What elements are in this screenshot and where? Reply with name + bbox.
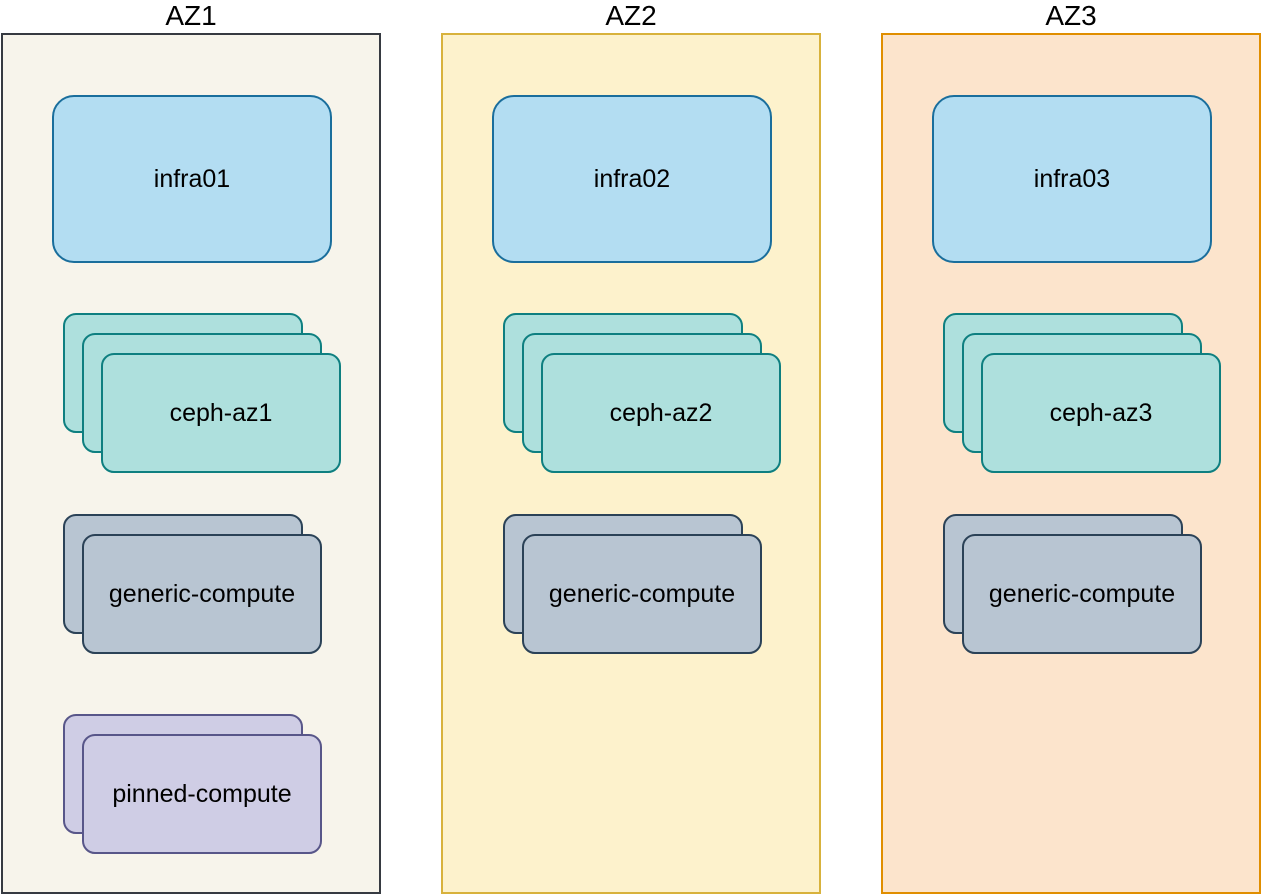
stack-layer-front: generic-compute bbox=[82, 534, 322, 654]
node-group-generic-compute-az2: generic-compute bbox=[503, 514, 762, 654]
node-infra02: infra02 bbox=[492, 95, 772, 263]
az1-title: AZ1 bbox=[165, 0, 217, 31]
az3-column: AZ3 infra03 ceph-az3 generic-compute bbox=[881, 0, 1261, 896]
az1-zone-box: infra01 ceph-az1 generic-compute pinned-… bbox=[1, 33, 381, 894]
node-group-ceph-az3: ceph-az3 bbox=[943, 313, 1221, 473]
stack-layer-front: generic-compute bbox=[962, 534, 1202, 654]
node-infra01-label: infra01 bbox=[153, 164, 231, 193]
node-group-generic-compute-az3: generic-compute bbox=[943, 514, 1202, 654]
stack-layer-front: ceph-az3 bbox=[981, 353, 1221, 473]
node-group-generic-compute-az1: generic-compute bbox=[63, 514, 322, 654]
node-infra03: infra03 bbox=[932, 95, 1212, 263]
stack-layer-front: ceph-az2 bbox=[541, 353, 781, 473]
az1-column: AZ1 infra01 ceph-az1 generic-compute bbox=[1, 0, 381, 896]
stack-layer-front: ceph-az1 bbox=[101, 353, 341, 473]
node-infra02-label: infra02 bbox=[593, 164, 671, 193]
node-ceph-az1-label: ceph-az1 bbox=[169, 398, 273, 427]
node-group-ceph-az1: ceph-az1 bbox=[63, 313, 341, 473]
node-group-ceph-az2: ceph-az2 bbox=[503, 313, 781, 473]
node-generic-compute-az3-label: generic-compute bbox=[988, 579, 1176, 608]
node-ceph-az2-label: ceph-az2 bbox=[609, 398, 713, 427]
az2-title: AZ2 bbox=[605, 0, 657, 31]
az2-column: AZ2 infra02 ceph-az2 generic-compute bbox=[441, 0, 821, 896]
stack-layer-front: pinned-compute bbox=[82, 734, 322, 854]
node-pinned-compute-az1-label: pinned-compute bbox=[112, 779, 292, 808]
node-ceph-az3-label: ceph-az3 bbox=[1049, 398, 1153, 427]
node-infra01: infra01 bbox=[52, 95, 332, 263]
az3-title: AZ3 bbox=[1045, 0, 1097, 31]
node-group-pinned-compute-az1: pinned-compute bbox=[63, 714, 322, 854]
stack-layer-front: generic-compute bbox=[522, 534, 762, 654]
node-infra03-label: infra03 bbox=[1033, 164, 1111, 193]
az2-zone-box: infra02 ceph-az2 generic-compute bbox=[441, 33, 821, 894]
az3-zone-box: infra03 ceph-az3 generic-compute bbox=[881, 33, 1261, 894]
node-generic-compute-az2-label: generic-compute bbox=[548, 579, 736, 608]
node-generic-compute-az1-label: generic-compute bbox=[108, 579, 296, 608]
